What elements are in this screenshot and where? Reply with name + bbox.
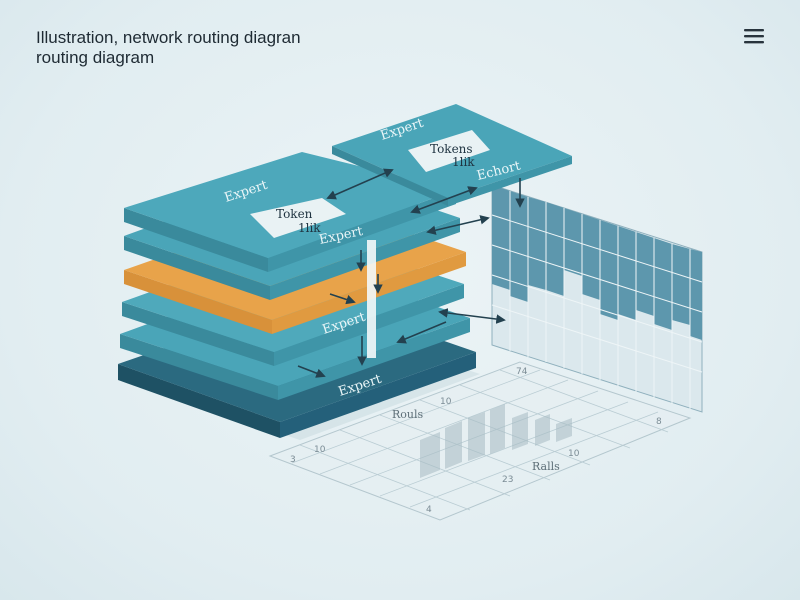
side-chart-panel	[491, 184, 703, 413]
menu-button[interactable]	[738, 24, 770, 48]
arrow-bidirectional	[438, 308, 506, 324]
header: Illustration, network routing diagran ro…	[36, 28, 301, 68]
token-card	[408, 130, 490, 172]
arrow-right	[329, 293, 356, 305]
page-subtitle: routing diagram	[36, 48, 155, 67]
token-card	[250, 198, 346, 238]
arrow-bidirectional	[426, 215, 490, 235]
token-text: 1lik	[298, 221, 321, 235]
routing-arrows	[297, 168, 525, 378]
arrow-bidirectional	[410, 186, 478, 214]
token-text: Tokens	[430, 142, 473, 156]
token-text: 1lik	[452, 155, 475, 169]
ground-tick: 10	[440, 397, 452, 407]
ground-chart: Rouls Ralls 3 10 74 8 10 23 10 4	[268, 361, 692, 521]
page-title: Illustration, network routing diagran	[36, 28, 301, 47]
ground-tick: 8	[656, 417, 662, 427]
token-text: Token	[276, 207, 313, 221]
ground-tick: 3	[290, 455, 296, 465]
ground-bars	[420, 404, 572, 478]
ground-label-ralls: Ralls	[532, 460, 560, 473]
arrow-right	[297, 365, 326, 378]
arrow-left	[396, 321, 447, 344]
ground-label-rouls: Rouls	[392, 408, 424, 421]
routing-channel	[367, 240, 376, 358]
arrow-bidirectional	[326, 168, 394, 200]
ground-tick: 10	[314, 445, 326, 455]
ground-tick: 10	[568, 449, 580, 459]
ground-tick: 74	[516, 367, 528, 377]
hamburger-menu-icon	[744, 29, 764, 44]
ground-tick: 4	[426, 505, 432, 515]
ground-tick: 23	[502, 475, 513, 485]
